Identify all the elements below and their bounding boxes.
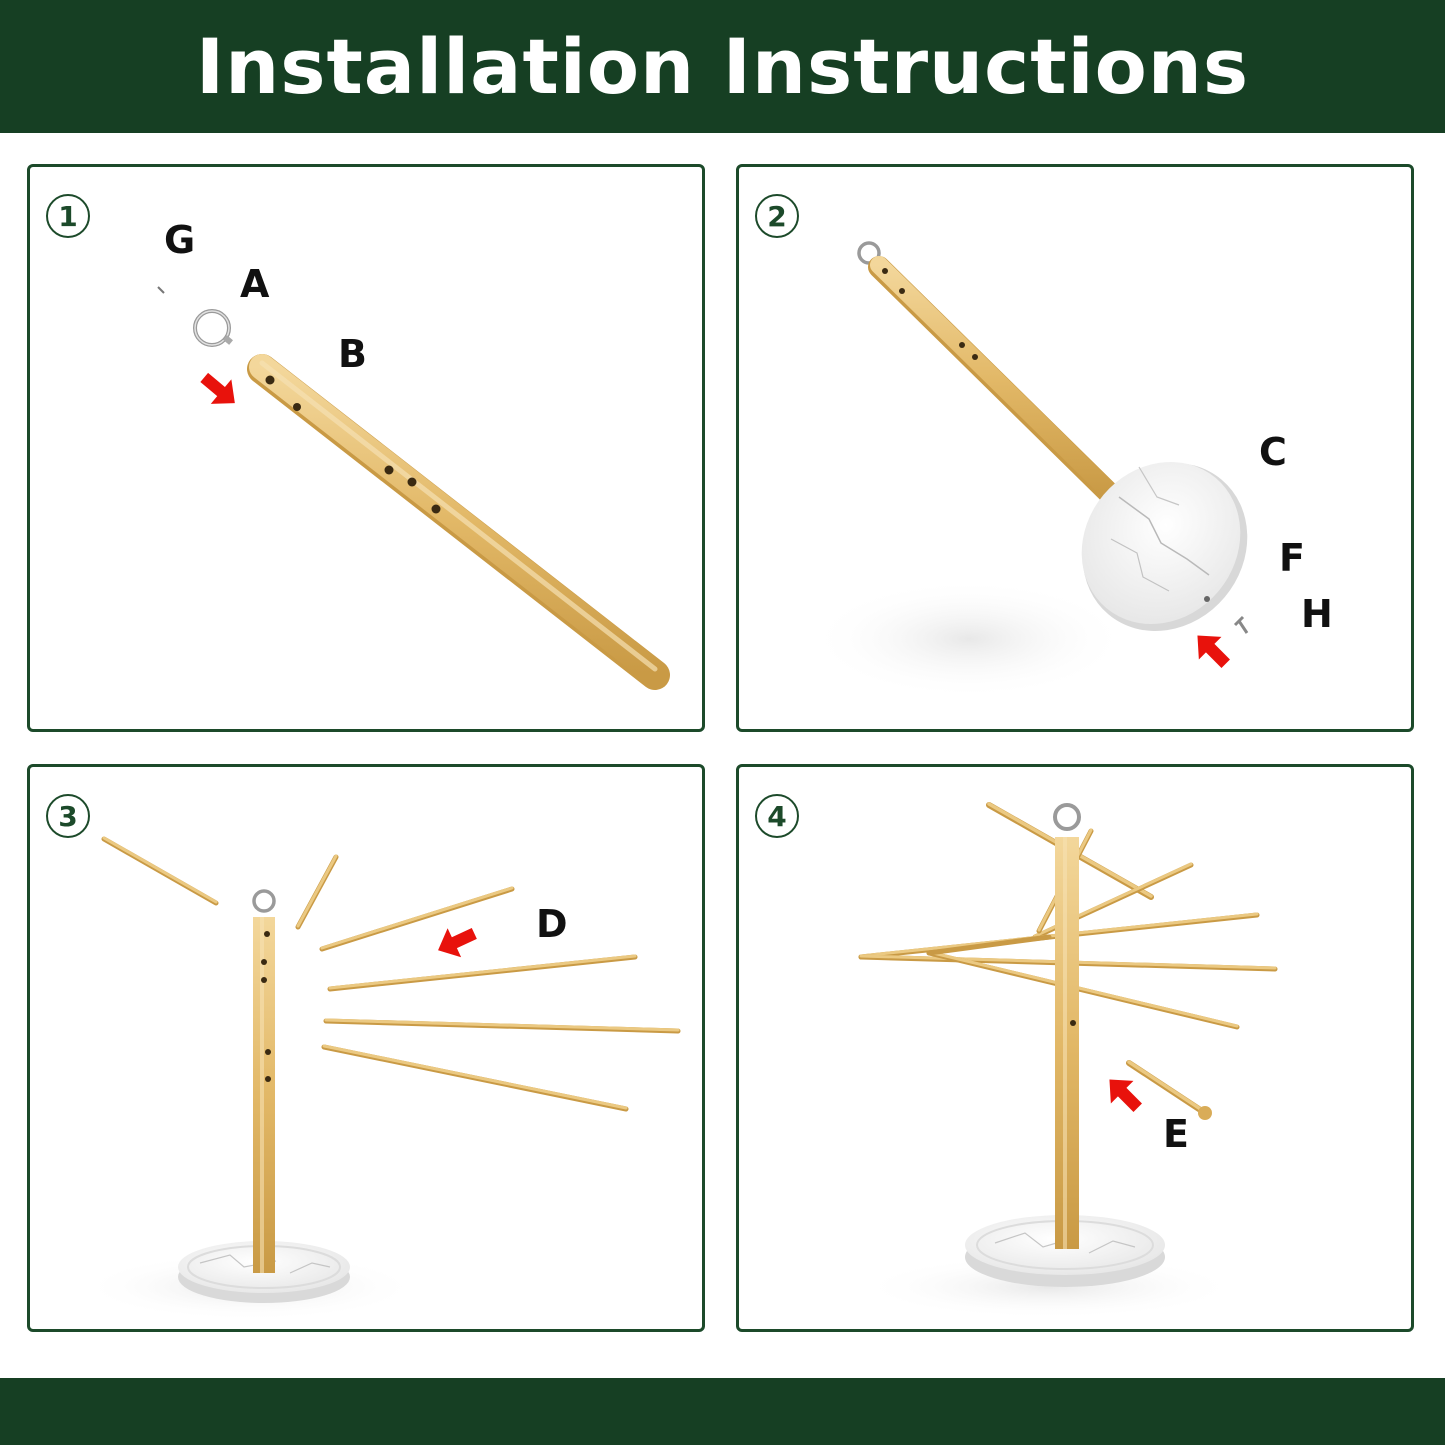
footer-banner: [0, 1378, 1445, 1445]
step-4-panel: 4 E: [736, 764, 1414, 1332]
part-label-a: A: [240, 262, 270, 306]
part-label-e: E: [1163, 1112, 1189, 1156]
red-arrow-icon: [200, 372, 235, 404]
step-3-number: 3: [46, 794, 90, 838]
wooden-pole-b: [252, 889, 276, 1273]
step-4-number: 4: [755, 794, 799, 838]
step-3-panel: 3 D: [27, 764, 705, 1332]
screw-h-icon: [1233, 615, 1249, 634]
step-2-panel: 2 C F H: [736, 164, 1414, 732]
red-arrow-icon: [1109, 1079, 1142, 1112]
marble-base-c: [1081, 461, 1248, 632]
peg-e: [1126, 1060, 1212, 1120]
wooden-pole-b: [247, 354, 670, 690]
red-arrow-icon: [438, 927, 477, 958]
header-banner: Installation Instructions: [0, 0, 1445, 133]
wooden-pole-b: [868, 256, 1124, 508]
wooden-pole-b: [1053, 803, 1081, 1249]
screw-g-icon: [157, 286, 165, 294]
step-2-number: 2: [755, 194, 799, 238]
red-arrow-icon: [1197, 635, 1230, 668]
wooden-dowels-d: [101, 836, 681, 1112]
part-label-h: H: [1301, 592, 1333, 636]
step-1-panel: 1 G A B: [27, 164, 705, 732]
ring-a-icon: [193, 309, 233, 347]
part-label-f: F: [1279, 536, 1305, 580]
part-label-c: C: [1259, 430, 1287, 474]
step-1-number: 1: [46, 194, 90, 238]
part-label-d: D: [536, 902, 568, 946]
page-title: Installation Instructions: [195, 22, 1250, 111]
part-label-b: B: [338, 332, 367, 376]
part-label-g: G: [164, 218, 196, 262]
